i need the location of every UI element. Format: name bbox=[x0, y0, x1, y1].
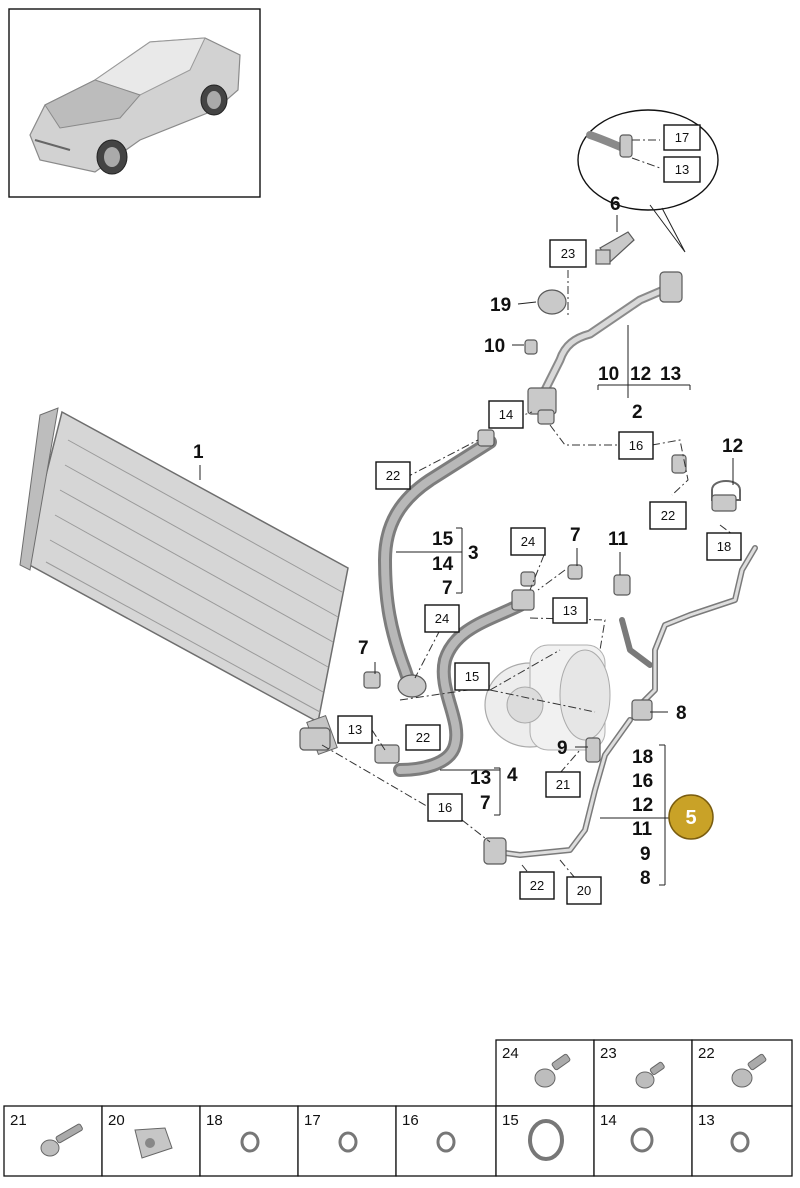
svg-text:13: 13 bbox=[563, 603, 577, 618]
box-13[interactable]: 13 bbox=[337, 715, 373, 744]
o-ring-15-icon bbox=[528, 1119, 564, 1161]
group-4-item: 7 bbox=[480, 793, 491, 814]
condenser-part-1[interactable] bbox=[19, 407, 349, 756]
group-3-item: 7 bbox=[442, 578, 453, 599]
table-cell-label: 24 bbox=[502, 1045, 519, 1062]
screw-24-icon bbox=[534, 1053, 571, 1088]
callout-numbers: 1 6 19 10 2 12 3 7 11 7 8 9 4 10 12 13 1… bbox=[193, 194, 743, 889]
o-ring-14-icon bbox=[630, 1127, 654, 1153]
clamp-20-icon bbox=[134, 1127, 173, 1159]
group-5-item: 9 bbox=[640, 844, 651, 865]
callout-3[interactable]: 3 bbox=[468, 543, 479, 564]
svg-text:22: 22 bbox=[386, 468, 400, 483]
group-5-item: 16 bbox=[632, 771, 653, 792]
assembly-5-highlight[interactable]: 5 bbox=[668, 794, 714, 840]
o-ring-18-icon bbox=[240, 1131, 260, 1153]
box-22[interactable]: 22 bbox=[405, 724, 441, 751]
group-5-item: 12 bbox=[632, 795, 653, 816]
table-cell-label: 14 bbox=[600, 1112, 617, 1129]
compressor bbox=[484, 644, 611, 751]
o-ring-17-icon bbox=[338, 1131, 358, 1153]
svg-text:15: 15 bbox=[465, 669, 479, 684]
group-4-item: 13 bbox=[470, 768, 491, 789]
callout-6[interactable]: 6 bbox=[610, 194, 621, 215]
table-cell-label: 20 bbox=[108, 1112, 125, 1129]
box-22[interactable]: 22 bbox=[649, 501, 687, 530]
table-cell-label: 17 bbox=[304, 1112, 321, 1129]
box-22[interactable]: 22 bbox=[519, 871, 555, 900]
svg-text:23: 23 bbox=[561, 246, 575, 261]
box-21[interactable]: 21 bbox=[545, 771, 581, 798]
table-cell-label: 22 bbox=[698, 1045, 715, 1062]
callout-4[interactable]: 4 bbox=[507, 765, 518, 786]
group-2-item: 13 bbox=[660, 364, 681, 385]
callout-7b[interactable]: 7 bbox=[358, 638, 369, 659]
small-parts bbox=[299, 231, 741, 763]
group-3-item: 14 bbox=[432, 554, 454, 575]
table-cell-label: 18 bbox=[206, 1112, 223, 1129]
screw-22-icon bbox=[731, 1053, 767, 1088]
svg-text:22: 22 bbox=[416, 730, 430, 745]
box-13[interactable]: 13 bbox=[663, 156, 701, 183]
box-18[interactable]: 18 bbox=[706, 532, 742, 561]
o-ring-13-icon bbox=[730, 1131, 750, 1153]
svg-text:24: 24 bbox=[521, 534, 535, 549]
svg-text:22: 22 bbox=[661, 508, 675, 523]
group-2-item: 10 bbox=[598, 364, 619, 385]
group-5-item: 18 bbox=[632, 747, 653, 768]
group-2-item: 12 bbox=[630, 364, 651, 385]
svg-text:16: 16 bbox=[629, 438, 643, 453]
callout-9[interactable]: 9 bbox=[557, 738, 568, 759]
svg-text:22: 22 bbox=[530, 878, 544, 893]
callout-8[interactable]: 8 bbox=[676, 703, 687, 724]
callout-19[interactable]: 19 bbox=[490, 295, 511, 316]
box-22[interactable]: 22 bbox=[375, 461, 411, 490]
table-cell-label: 13 bbox=[698, 1112, 715, 1129]
refrigerant-lines bbox=[374, 271, 758, 865]
group-3-item: 15 bbox=[432, 529, 454, 550]
table-cell-label: 21 bbox=[10, 1112, 27, 1129]
svg-text:20: 20 bbox=[577, 883, 591, 898]
box-24[interactable]: 24 bbox=[424, 604, 460, 633]
table-cell-label: 16 bbox=[402, 1112, 419, 1129]
svg-text:16: 16 bbox=[438, 800, 452, 815]
svg-text:14: 14 bbox=[499, 407, 513, 422]
callout-11[interactable]: 11 bbox=[608, 529, 629, 550]
svg-text:13: 13 bbox=[348, 722, 362, 737]
svg-text:24: 24 bbox=[435, 611, 449, 626]
parts-table: 24 23 22 21 20 18 17 16 15 14 13 bbox=[3, 1039, 793, 1177]
screw-21-icon bbox=[40, 1123, 83, 1157]
box-14[interactable]: 14 bbox=[488, 400, 524, 429]
o-ring-16-icon bbox=[436, 1131, 456, 1153]
callout-2[interactable]: 2 bbox=[632, 402, 643, 423]
box-20[interactable]: 20 bbox=[566, 876, 602, 905]
callout-7a[interactable]: 7 bbox=[570, 525, 581, 546]
svg-text:17: 17 bbox=[675, 130, 689, 145]
box-13[interactable]: 13 bbox=[552, 597, 588, 624]
group-5-item: 11 bbox=[632, 819, 653, 840]
box-15[interactable]: 15 bbox=[454, 662, 490, 691]
callout-12[interactable]: 12 bbox=[722, 436, 743, 457]
callout-leaders bbox=[199, 215, 734, 886]
box-16[interactable]: 16 bbox=[427, 793, 463, 822]
box-16[interactable]: 16 bbox=[618, 431, 654, 460]
callout-5[interactable]: 5 bbox=[685, 807, 696, 829]
box-24[interactable]: 24 bbox=[510, 527, 546, 556]
vehicle-thumbnail bbox=[8, 8, 261, 198]
table-cell-label: 15 bbox=[502, 1112, 519, 1129]
screw-23-icon bbox=[635, 1061, 665, 1089]
table-cell-label: 23 bbox=[600, 1045, 617, 1062]
callout-1[interactable]: 1 bbox=[193, 442, 204, 463]
svg-text:21: 21 bbox=[556, 777, 570, 792]
box-23[interactable]: 23 bbox=[549, 239, 587, 268]
svg-text:13: 13 bbox=[675, 162, 689, 177]
svg-text:18: 18 bbox=[717, 539, 731, 554]
box-17[interactable]: 17 bbox=[663, 124, 701, 151]
boxed-labels: 17 13 23 14 16 22 22 18 24 13 24 15 13 2… bbox=[337, 124, 742, 905]
callout-10[interactable]: 10 bbox=[484, 336, 505, 357]
group-5-item: 8 bbox=[640, 868, 651, 889]
